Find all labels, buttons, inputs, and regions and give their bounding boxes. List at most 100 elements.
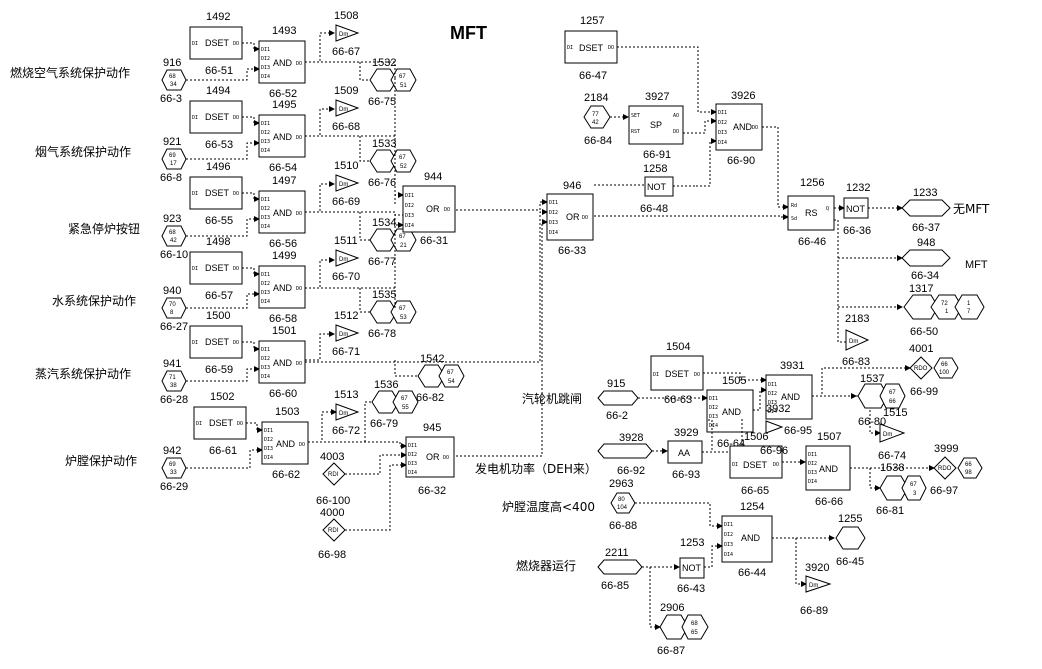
svg-text:66-83: 66-83 xyxy=(842,356,870,368)
svg-text:2184: 2184 xyxy=(584,92,608,104)
svg-text:4001: 4001 xyxy=(909,343,933,355)
svg-text:RST: RST xyxy=(631,129,640,135)
dset-id: 1492 xyxy=(206,11,230,23)
svg-text:炉膛温度高<400: 炉膛温度高<400 xyxy=(502,499,595,514)
and-block xyxy=(258,340,306,384)
svg-text:AO: AO xyxy=(673,113,679,119)
svg-text:1538: 1538 xyxy=(880,462,904,474)
svg-text:66-95: 66-95 xyxy=(784,425,812,437)
input-tag: 34 xyxy=(170,82,177,88)
dset-name: DSET xyxy=(205,263,230,273)
svg-text:DI2: DI2 xyxy=(408,452,417,458)
svg-text:72: 72 xyxy=(941,301,948,307)
svg-text:66-50: 66-50 xyxy=(910,326,938,338)
svg-text:66-91: 66-91 xyxy=(643,149,671,161)
svg-text:DI: DI xyxy=(192,115,198,121)
dm-name: Dm xyxy=(339,332,348,338)
input-id: 942 xyxy=(163,445,181,457)
dset-name: DSET xyxy=(205,337,230,347)
and-ref: 66-60 xyxy=(269,388,297,400)
svg-text:NOT: NOT xyxy=(846,204,866,214)
svg-text:66-45: 66-45 xyxy=(836,556,864,568)
input-tag: 42 xyxy=(170,238,177,244)
svg-text:DO: DO xyxy=(443,455,449,461)
svg-text:42: 42 xyxy=(592,120,599,126)
input-label: 蒸汽系统保护动作 xyxy=(35,366,131,381)
svg-text:4003: 4003 xyxy=(320,451,344,463)
dm-id: 1508 xyxy=(334,10,358,22)
svg-text:DI2: DI2 xyxy=(718,120,727,126)
input-tag: 8 xyxy=(170,310,174,316)
input-tag: 69 xyxy=(169,462,176,468)
svg-text:1232: 1232 xyxy=(846,182,870,194)
input-tag: 69 xyxy=(169,153,176,159)
left-wires xyxy=(305,30,789,531)
svg-text:DI4: DI4 xyxy=(718,140,727,146)
input-gen-power: 发电机功率（DEH来） 3928 66-92 xyxy=(475,432,653,477)
svg-text:DI4: DI4 xyxy=(261,148,270,154)
dm-3920: Dm 3920 66-89 xyxy=(800,562,832,617)
svg-text:DI2: DI2 xyxy=(808,461,817,467)
svg-text:66-89: 66-89 xyxy=(800,605,828,617)
svg-text:SP: SP xyxy=(650,120,662,130)
svg-text:DI2: DI2 xyxy=(261,130,270,136)
and-ref: 66-58 xyxy=(269,313,297,325)
svg-text:DI4: DI4 xyxy=(264,455,273,461)
svg-text:66: 66 xyxy=(889,399,896,405)
svg-text:MFT: MFT xyxy=(965,259,988,271)
svg-text:DO: DO xyxy=(233,340,239,346)
dm-ref: 66-72 xyxy=(332,425,360,437)
svg-text:DI: DI xyxy=(653,372,659,378)
svg-text:915: 915 xyxy=(607,378,625,390)
and-name: AND xyxy=(273,283,293,293)
svg-text:DI3: DI3 xyxy=(264,446,273,452)
svg-text:67: 67 xyxy=(910,482,917,488)
dset-block xyxy=(189,100,243,134)
svg-text:DI1: DI1 xyxy=(261,47,270,53)
svg-text:66-96: 66-96 xyxy=(760,445,788,457)
input-id: 921 xyxy=(163,136,181,148)
dm-ref: 66-69 xyxy=(332,196,360,208)
svg-text:DO: DO xyxy=(296,361,302,367)
svg-text:DO: DO xyxy=(773,462,779,468)
svg-text:AA: AA xyxy=(678,448,690,458)
svg-text:68: 68 xyxy=(691,621,698,627)
svg-text:66-46: 66-46 xyxy=(798,236,826,248)
svg-text:66-98: 66-98 xyxy=(318,549,346,561)
svg-text:DO: DO xyxy=(444,207,450,213)
and-ref: 66-52 xyxy=(269,88,297,100)
svg-text:NOT: NOT xyxy=(682,563,702,573)
svg-text:DI3: DI3 xyxy=(405,213,414,219)
hex-ref: 66-75 xyxy=(368,96,396,108)
and-id: 1495 xyxy=(272,99,296,111)
and-ref: 66-54 xyxy=(269,162,297,174)
svg-text:Dm: Dm xyxy=(883,432,892,438)
svg-text:66-85: 66-85 xyxy=(601,580,629,592)
svg-text:DI1: DI1 xyxy=(808,452,817,458)
not-1258: 1258 NOT 66-48 xyxy=(640,163,674,215)
svg-text:OR: OR xyxy=(566,212,580,222)
hex-tag: 53 xyxy=(400,315,407,321)
svg-text:DI: DI xyxy=(192,191,198,197)
dset-id: 1502 xyxy=(210,391,234,403)
and-name: AND xyxy=(273,358,293,368)
hex-ref: 66-77 xyxy=(368,256,396,268)
svg-text:104: 104 xyxy=(617,505,628,511)
svg-text:66-87: 66-87 xyxy=(657,645,685,657)
hex-tag: 21 xyxy=(400,243,407,249)
output-1233: 1233 66-37 无MFT xyxy=(901,187,990,234)
and-id: 1499 xyxy=(272,250,296,262)
and-name: AND xyxy=(273,132,293,142)
svg-text:66-97: 66-97 xyxy=(930,485,958,497)
and-ref: 66-56 xyxy=(269,238,297,250)
svg-text:DO: DO xyxy=(296,286,302,292)
svg-text:DO: DO xyxy=(296,61,302,67)
svg-text:DI2: DI2 xyxy=(264,437,273,443)
svg-text:NOT: NOT xyxy=(647,182,667,192)
svg-text:DI4: DI4 xyxy=(261,74,270,80)
svg-text:1317: 1317 xyxy=(909,283,933,295)
dm-2183: Dm 2183 66-83 xyxy=(842,313,870,368)
svg-text:RDO: RDO xyxy=(938,466,952,472)
